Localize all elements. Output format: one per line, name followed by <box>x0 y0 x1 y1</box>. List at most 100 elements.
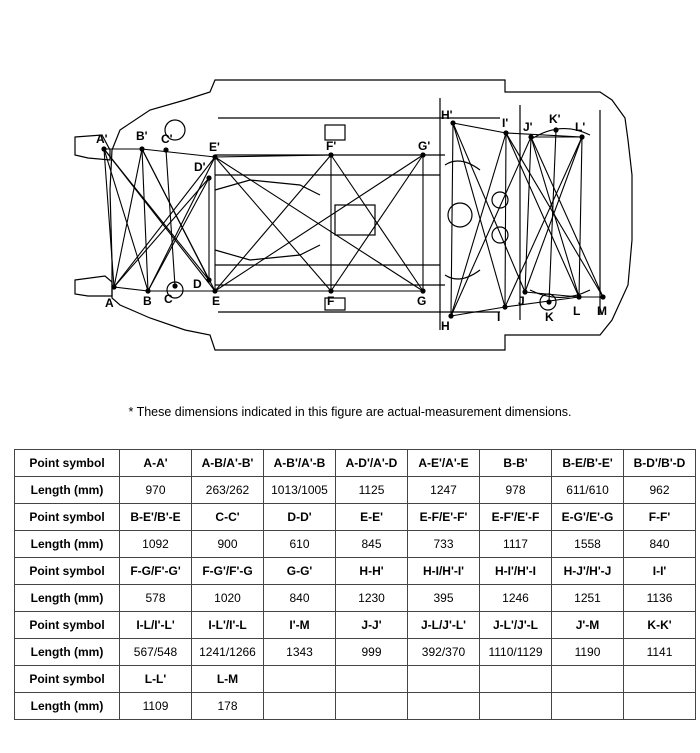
length-cell: 263/262 <box>191 476 264 504</box>
label-a-bot: A <box>105 296 114 310</box>
point-symbol-header: Point symbol <box>14 557 120 585</box>
measurement-line <box>141 148 149 292</box>
measurement-point <box>503 130 509 136</box>
point-symbol-cell: E-F/E'-F' <box>407 503 480 531</box>
point-symbol-cell: A-E'/A'-E <box>407 449 480 477</box>
length-header: Length (mm) <box>14 476 120 504</box>
point-symbol-cell: K-K' <box>623 611 696 639</box>
length-cell: 1013/1005 <box>263 476 336 504</box>
label-k-bot: K <box>545 310 554 324</box>
label-c-top: C' <box>161 132 173 146</box>
point-symbol-cell: G-G' <box>263 557 336 585</box>
length-cell <box>263 692 336 720</box>
length-cell <box>335 692 408 720</box>
length-cell: 392/370 <box>407 638 480 666</box>
label-l-bot: L <box>573 304 580 318</box>
measurement-line <box>147 177 210 292</box>
length-cell: 999 <box>335 638 408 666</box>
measurement-lines <box>103 122 604 317</box>
measurement-line <box>214 154 332 158</box>
length-cell: 178 <box>191 692 264 720</box>
measurement-point <box>420 152 426 158</box>
point-symbol-cell <box>479 665 552 693</box>
measurement-point <box>528 134 534 140</box>
measurement-line <box>113 177 210 288</box>
measurement-line <box>578 136 583 298</box>
point-symbol-cell: I'-M <box>263 611 336 639</box>
point-symbol-cell: I-I' <box>623 557 696 585</box>
length-cell: 610 <box>263 530 336 558</box>
length-header: Length (mm) <box>14 530 120 558</box>
point-symbol-cell: J-L/J'-L' <box>407 611 480 639</box>
measurement-point <box>450 120 456 126</box>
point-symbol-header: Point symbol <box>14 665 120 693</box>
measurement-point <box>522 289 528 295</box>
length-cell: 1241/1266 <box>191 638 264 666</box>
measurement-line <box>214 154 424 292</box>
measurement-line <box>524 136 583 293</box>
point-symbol-header: Point symbol <box>14 449 120 477</box>
point-symbol-cell: H-I'/H'-I <box>479 557 552 585</box>
measurement-line <box>330 154 424 292</box>
label-k-top: K' <box>549 112 561 126</box>
length-cell: 567/548 <box>119 638 192 666</box>
point-symbol-cell: L-L' <box>119 665 192 693</box>
measurement-line <box>504 296 580 308</box>
length-cell: 1230 <box>335 584 408 612</box>
point-symbol-cell <box>335 665 408 693</box>
length-cell: 840 <box>623 530 696 558</box>
length-cell: 611/610 <box>551 476 624 504</box>
point-symbol-cell: A-B/A'-B' <box>191 449 264 477</box>
measurement-line <box>214 154 332 292</box>
underbody-diagram: A' B' C' D' E' F' G' H' I' J' K' L' A B … <box>74 79 633 351</box>
point-symbol-cell: I-L/I'-L' <box>119 611 192 639</box>
measurement-line <box>505 132 580 298</box>
length-cell: 1092 <box>119 530 192 558</box>
point-symbol-cell: B-E'/B'-E <box>119 503 192 531</box>
label-f-bot: F <box>327 294 334 308</box>
label-h-bot: H <box>441 319 450 333</box>
point-symbol-cell: H-H' <box>335 557 408 585</box>
measurement-point <box>328 152 334 158</box>
label-i-bot: I <box>497 310 500 324</box>
measurement-line <box>530 136 604 298</box>
measurement-line <box>141 148 216 292</box>
point-symbol-cell: E-F'/E'-F <box>479 503 552 531</box>
measurement-line <box>548 129 557 303</box>
measurement-point <box>553 127 559 133</box>
point-symbol-cell: E-G'/E'-G <box>551 503 624 531</box>
point-symbol-cell: H-I/H'-I' <box>407 557 480 585</box>
label-c-bot: C <box>164 292 173 306</box>
measurement-line <box>452 122 506 308</box>
label-b-bot: B <box>143 294 152 308</box>
measurement-line <box>505 132 583 138</box>
label-e-top: E' <box>209 140 220 154</box>
length-cell: 1246 <box>479 584 552 612</box>
measurement-line <box>214 156 332 292</box>
point-symbol-cell: A-B'/A'-B <box>263 449 336 477</box>
length-cell: 578 <box>119 584 192 612</box>
length-cell: 962 <box>623 476 696 504</box>
measurement-point <box>206 175 212 181</box>
label-g-top: G' <box>418 139 430 153</box>
measurement-point <box>420 288 426 294</box>
point-symbol-cell <box>263 665 336 693</box>
point-symbol-cell <box>623 665 696 693</box>
measurement-line <box>113 286 149 292</box>
point-symbol-cell: L-M <box>191 665 264 693</box>
length-cell: 1136 <box>623 584 696 612</box>
point-symbol-cell: A-D'/A'-D <box>335 449 408 477</box>
length-cell: 1247 <box>407 476 480 504</box>
label-d-top: D' <box>194 160 206 174</box>
label-b-top: B' <box>136 129 148 143</box>
point-symbol-cell: B-E/B'-E' <box>551 449 624 477</box>
measurement-point <box>579 134 585 140</box>
length-cell: 978 <box>479 476 552 504</box>
measurement-point <box>600 294 606 300</box>
measurement-line <box>504 136 583 308</box>
measurement-line <box>524 136 532 293</box>
